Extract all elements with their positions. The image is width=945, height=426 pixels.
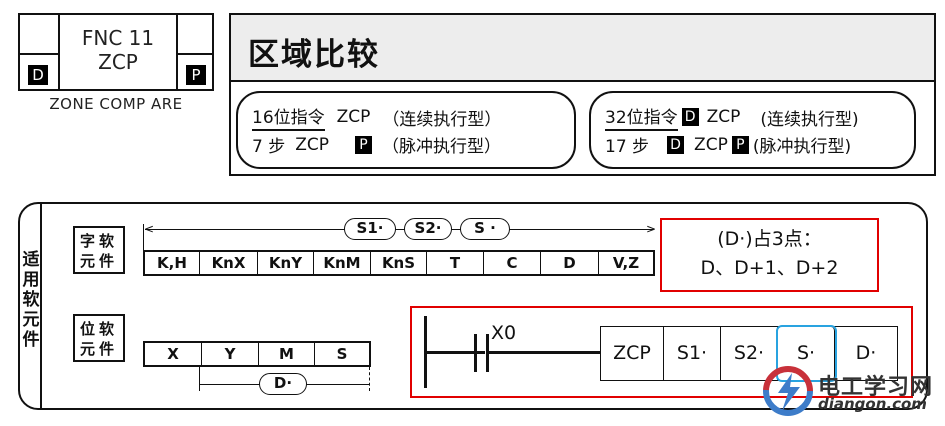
d-operand-note: (D·)占3点： D、D+1、D+2 [660,218,879,292]
mnemonic: ZCP [336,107,371,127]
arrow-left-icon: < [144,222,155,236]
watermark-en: diangon.com [818,395,927,413]
range-bracket-left [143,224,144,252]
instr-cell-s2: S2· [721,327,778,380]
instr-32bit-line2: 17 步 D ZCP P (脉冲执行型) [605,132,852,158]
bit-devices-label: 位软 元件 [73,314,125,362]
p-suffix-badge: P [355,135,373,154]
zcp-instruction-block: ZCP S1· S2· S· D· [600,325,898,382]
vlabel-char: 用 [22,270,40,290]
d-prefix-badge: D [28,65,48,85]
device-cell: T [427,252,484,274]
device-cell: V,Z [612,254,640,272]
exec-type: (脉冲执行型) [752,137,852,157]
vlabel-char: 元 [22,310,40,330]
exec-type: （脉冲执行型） [382,137,502,157]
exec-type: （连续执行型） [382,109,502,130]
operand-d: D· [259,373,307,395]
steps-label: 7 步 [252,137,286,157]
fnc-number: FNC 11 [81,26,155,50]
instr-cell-s1: S1· [664,327,721,380]
arrow-right-icon: > [646,222,657,236]
fnc-code: FNC 11 ZCP [60,26,176,74]
device-cell: K,H [145,252,200,274]
label-line: 字软 [79,232,118,250]
fnc-left-column [20,15,60,89]
instruction-title-box: 区域比较 16位指令 ZCP （连续执行型） 7 步 ZCP P （脉冲执行型）… [229,13,936,176]
fnc-right-column [176,15,212,89]
applicable-devices-panel [18,202,928,410]
device-cell: X [145,343,202,365]
title-bar: 区域比较 [231,15,934,82]
bit-device-row: X Y M S [143,341,371,367]
ladder-wire [425,351,485,354]
contact-plate-right [486,334,489,372]
device-cell: Y [202,343,259,365]
label-line: 元件 [79,340,118,358]
steps-label: 17 步 [605,137,650,157]
fnc-caption: ZONE COMP ARE [49,95,183,113]
device-cell: M [259,343,315,365]
instr-32bit-pill: 32位指令 D ZCP (连续执行型) 17 步 D ZCP P (脉冲执行型) [589,91,916,169]
device-cell: S [336,345,348,363]
page-title: 区域比较 [248,37,380,73]
note-line2: D、D+1、D+2 [700,257,839,279]
contact-plate-left [474,334,477,372]
function-code-box: D P FNC 11 ZCP [18,13,214,91]
vlabel-char: 软 [22,290,40,310]
device-cell: KnM [314,252,371,274]
vlabel-char: 件 [22,330,40,350]
bits-label: 32位指令 [605,103,678,131]
fnc-mnemonic: ZCP [98,50,138,74]
note-line1: (D·)占3点： [717,228,822,250]
device-cell: C [484,252,541,274]
instr-16bit-line1: 16位指令 ZCP （连续执行型） [252,103,501,131]
device-cell: KnX [200,252,258,274]
operand-s2: S2· [404,218,452,240]
device-cell: KnY [258,252,314,274]
operand-s1: S1· [344,218,396,240]
device-cell: D [541,252,599,274]
instr-32bit-line1: 32位指令 D ZCP (连续执行型) [605,103,859,131]
instr-cell-d: D· [855,342,877,364]
applicable-devices-label: 适 用 软 元 件 [22,250,40,350]
word-range-arrow [145,229,653,230]
watermark-logo-icon [763,366,813,416]
word-devices-label: 字软 元件 [73,226,125,274]
ladder-example-frame [410,306,913,398]
range-bracket-left [199,367,200,391]
mnemonic: ZCP [295,134,330,155]
watermark-cn: 电工学习网 [818,375,934,400]
ladder-wire [488,351,600,354]
panel-divider [40,202,42,410]
instr-cell-mnemonic: ZCP [601,327,664,380]
range-bracket-right [369,367,370,391]
exec-type: (连续执行型) [760,109,859,130]
device-cell: KnS [371,252,427,274]
p-suffix-badge: P [186,65,206,85]
mnemonic: ZCP [706,107,741,127]
p-suffix-badge: P [731,135,749,154]
instr-16bit-line2: 7 步 ZCP P （脉冲执行型） [252,132,502,158]
fnc-left-divider [20,53,60,55]
d-prefix-badge: D [681,108,699,126]
contact-label: X0 [491,322,517,344]
d-prefix-badge: D [667,135,685,154]
operand-s: S · [460,218,510,240]
label-line: 位软 [79,320,118,338]
mnemonic: ZCP [694,134,728,155]
word-device-row: K,H KnX KnY KnM KnS T C D V,Z [143,250,655,276]
label-line: 元件 [79,252,118,270]
instr-16bit-pill: 16位指令 ZCP （连续执行型） 7 步 ZCP P （脉冲执行型） [236,91,576,169]
instr-cell-s: S· [776,325,837,382]
bits-label: 16位指令 [252,103,325,131]
vlabel-char: 适 [22,250,40,270]
fnc-right-divider [176,53,212,55]
